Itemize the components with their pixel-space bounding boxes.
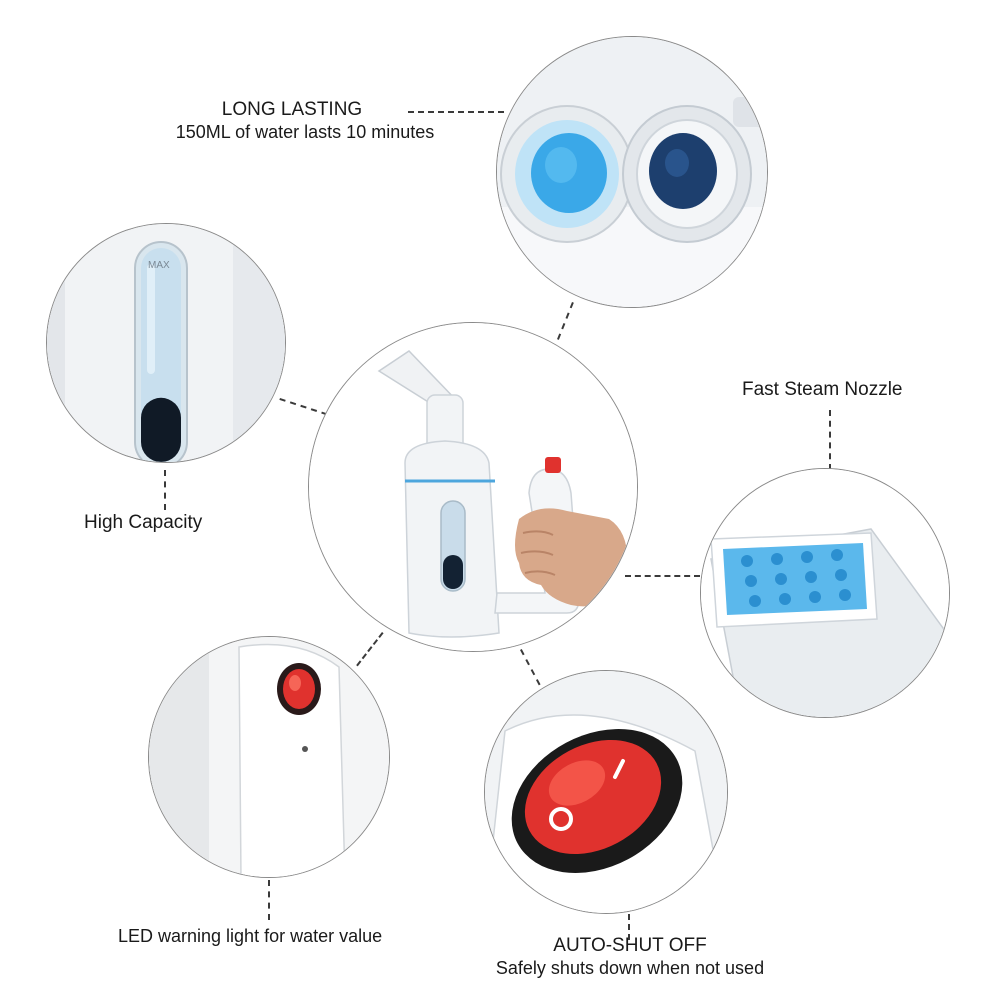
- caption-fast-steam-nozzle: Fast Steam Nozzle: [742, 379, 903, 400]
- power-switch: [511, 729, 683, 873]
- leader-line-nozzle-v: [829, 410, 831, 470]
- caption-auto-shut-off-title: AUTO-SHUT OFF: [553, 935, 707, 956]
- dark-blue-cap: [622, 97, 767, 243]
- nozzle-head: [710, 528, 949, 717]
- detail-circle-auto-shut-off: [484, 670, 728, 914]
- caption-high-capacity: High Capacity: [84, 512, 203, 533]
- product-circle-main: [308, 322, 638, 652]
- led-indicator-light: [277, 663, 321, 715]
- gauge-water-fill: [141, 397, 181, 462]
- caption-auto-shut-off: AUTO-SHUT OFF Safely shuts down when not…: [470, 934, 790, 980]
- nozzle-steam-holes: [741, 549, 851, 607]
- leader-line-high-capacity-v: [164, 470, 166, 510]
- leader-line-nozzle-h: [625, 575, 700, 577]
- leader-line-autoshut-diag: [520, 649, 541, 686]
- light-blue-cap: [500, 105, 634, 243]
- caption-long-lasting-subtitle: 150ML of water lasts 10 minutes: [175, 122, 435, 142]
- leader-line-led-v: [268, 880, 270, 920]
- leader-line-long-lasting: [408, 111, 504, 113]
- caption-auto-shut-off-subtitle: Safely shuts down when not used: [495, 958, 765, 978]
- gauge-max-label: MAX: [148, 260, 170, 271]
- leader-line-led-diag: [356, 632, 384, 667]
- caption-led-warning: LED warning light for water value: [118, 926, 383, 946]
- water-level-gauge: [134, 241, 188, 462]
- leader-line-top-center: [557, 302, 574, 340]
- detail-circle-led-warning: [148, 636, 390, 878]
- leader-line-autoshut-v: [628, 914, 630, 940]
- detail-circle-long-lasting: [496, 36, 768, 308]
- leader-line-high-capacity-h: [279, 398, 328, 416]
- caption-long-lasting-title: LONG LASTING: [221, 99, 363, 120]
- steamer-body: [377, 350, 628, 638]
- caption-long-lasting: LONG LASTING 150ML of water lasts 10 min…: [150, 98, 460, 144]
- detail-circle-high-capacity: MAX: [46, 223, 286, 463]
- detail-circle-steam-nozzle: [700, 468, 950, 718]
